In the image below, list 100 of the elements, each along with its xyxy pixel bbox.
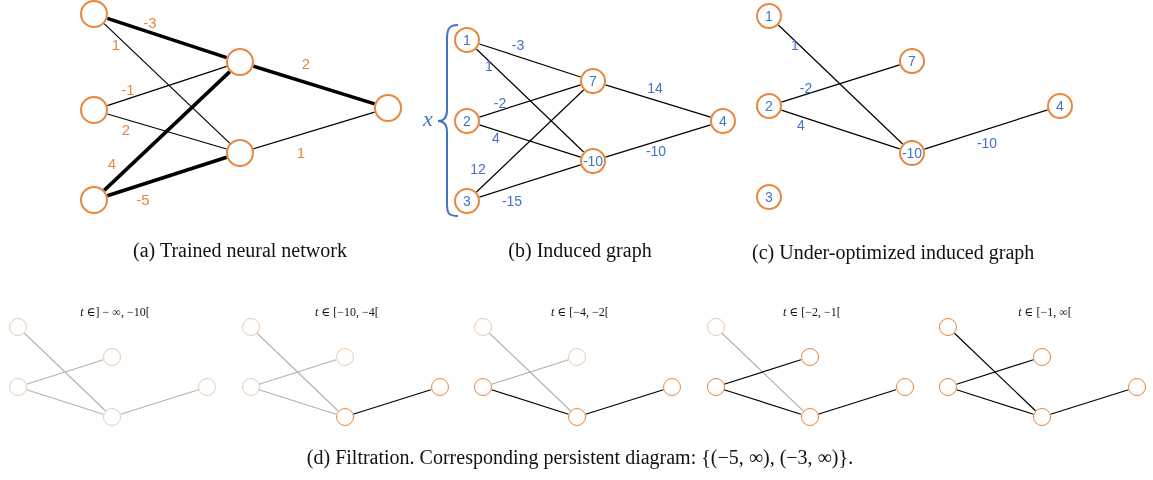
edge-label: 1 xyxy=(111,35,121,53)
neuron-circle: 7 xyxy=(899,48,925,74)
edge-label: -1 xyxy=(121,80,135,98)
edge-label: 4 xyxy=(797,117,805,133)
neuron-circle: -10 xyxy=(580,148,606,174)
neuron-circle xyxy=(80,96,108,124)
neuron-circle xyxy=(800,408,819,426)
edge-label: -15 xyxy=(501,193,523,209)
connector-line xyxy=(478,43,582,78)
connector-line xyxy=(103,23,231,144)
edge-label: 14 xyxy=(647,80,663,96)
neuron-circle: 3 xyxy=(454,188,480,214)
connector-line xyxy=(475,89,585,193)
neuron-circle xyxy=(939,318,957,336)
edge-label: -2 xyxy=(493,95,507,111)
neuron-circle xyxy=(103,408,121,426)
neuron-circle xyxy=(335,408,354,426)
connector-line xyxy=(955,389,1035,415)
connector-line xyxy=(923,109,1049,150)
connector-line xyxy=(23,332,107,412)
connector-line xyxy=(106,16,228,60)
neuron-circle xyxy=(895,378,914,396)
interval-title: t ∈] − ∞, −10[ xyxy=(79,305,151,320)
neuron-circle: 2 xyxy=(454,108,480,134)
neuron-circle: 7 xyxy=(580,68,606,94)
connector-line xyxy=(475,48,585,153)
connector-line xyxy=(955,359,1035,385)
connector-line xyxy=(102,70,232,192)
neuron-circle xyxy=(706,378,725,396)
edge-label: -3 xyxy=(143,13,157,31)
neuron-circle xyxy=(474,378,492,396)
neuron-circle xyxy=(474,318,492,336)
connector-line xyxy=(256,332,339,412)
neuron-circle xyxy=(800,348,819,366)
connector-line xyxy=(490,389,570,415)
connector-line xyxy=(106,155,228,198)
edge-label: 2 xyxy=(121,120,131,138)
neuron-circle xyxy=(939,378,957,396)
edge-label: 1 xyxy=(485,58,493,74)
connector-line xyxy=(723,359,802,385)
connector-line xyxy=(721,332,804,412)
interval-title: t ∈ [−10, −4[ xyxy=(314,305,380,320)
neuron-circle xyxy=(568,408,586,426)
edge-label: 4 xyxy=(107,154,117,172)
subfigure-caption: (c) Under-optimized induced graph xyxy=(752,240,1036,265)
edge-label: -10 xyxy=(976,135,998,151)
neuron-circle xyxy=(1033,408,1051,426)
connector-line xyxy=(352,389,432,415)
subfigure-caption: (d) Filtration. Corresponding persistent diagram: {(−5, ∞), (−3, ∞)}. xyxy=(305,446,855,469)
connector-line xyxy=(817,389,897,415)
connector-line xyxy=(780,64,901,103)
connector-line xyxy=(488,332,572,412)
subfigure-caption: (b) Induced graph xyxy=(507,239,653,262)
edge-label: 1 xyxy=(296,143,306,161)
neuron-circle: 1 xyxy=(454,27,480,53)
edge-label: 2 xyxy=(301,54,311,72)
neuron-circle xyxy=(9,378,27,396)
edge-label: -3 xyxy=(511,37,525,53)
neuron-circle xyxy=(706,318,725,336)
neuron-circle xyxy=(1033,348,1051,366)
variable-label: x xyxy=(421,106,434,132)
connector-line xyxy=(490,359,570,385)
edge-label: -10 xyxy=(645,143,667,159)
connector-line xyxy=(604,124,712,158)
connector-line xyxy=(258,389,337,415)
neuron-circle: 3 xyxy=(756,184,782,210)
neuron-circle: -10 xyxy=(899,140,925,166)
neuron-circle xyxy=(9,318,27,336)
connector-line xyxy=(585,389,664,415)
connector-line xyxy=(25,389,105,415)
neuron-circle xyxy=(226,139,254,167)
interval-title: t ∈ [−4, −2[ xyxy=(550,305,610,320)
neuron-circle xyxy=(568,348,586,366)
neuron-circle: 4 xyxy=(710,108,736,134)
connector-line xyxy=(120,389,199,415)
neuron-circle xyxy=(226,48,254,76)
neuron-circle xyxy=(80,186,108,214)
connector-line xyxy=(604,84,712,118)
connector-line xyxy=(258,359,337,385)
interval-title: t ∈ [−1, ∞[ xyxy=(1017,305,1073,320)
connector-line xyxy=(106,65,228,107)
neuron-circle xyxy=(663,378,681,396)
neuron-circle: 1 xyxy=(756,3,782,29)
neuron-circle: 2 xyxy=(756,93,782,119)
connector-line xyxy=(106,113,228,150)
subfigure-caption: (a) Trained neural network xyxy=(132,239,348,262)
neuron-circle xyxy=(335,348,354,366)
edge-label: 4 xyxy=(492,130,500,146)
edge-label: 12 xyxy=(470,161,486,177)
connector-line xyxy=(478,124,582,158)
edge-label: 1 xyxy=(791,37,799,53)
connector-line xyxy=(777,24,904,145)
interval-title: t ∈ [−2, −1[ xyxy=(782,305,842,320)
neuron-circle xyxy=(374,94,402,122)
connector-line xyxy=(723,389,802,415)
neuron-circle xyxy=(1128,378,1146,396)
connector-line xyxy=(252,111,376,150)
connector-line xyxy=(478,164,582,198)
neuron-circle xyxy=(430,378,449,396)
neuron-circle: 4 xyxy=(1047,93,1073,119)
